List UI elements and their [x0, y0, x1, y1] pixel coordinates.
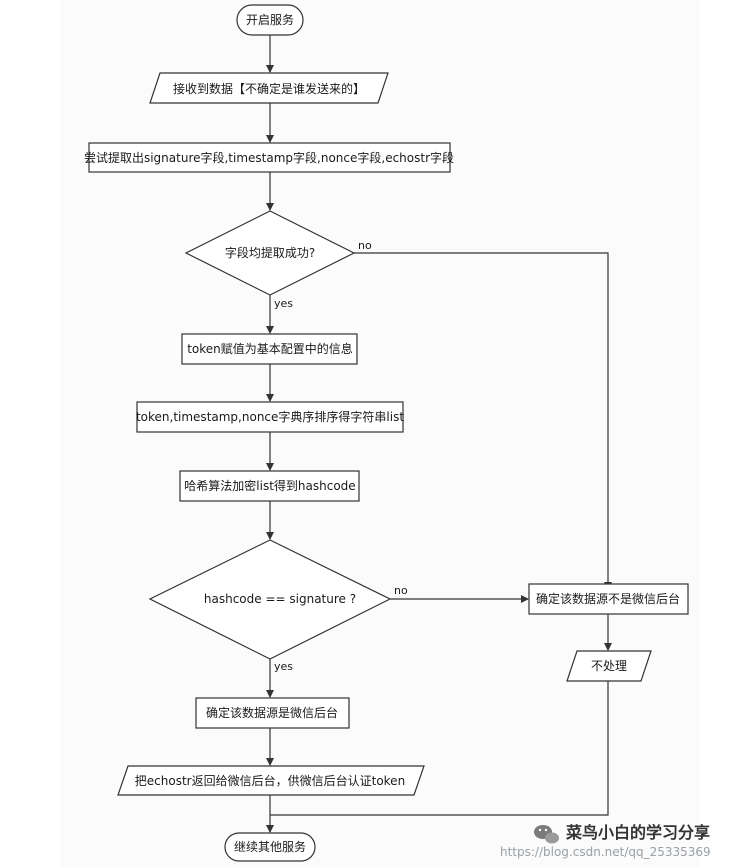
process-shape [195, 697, 350, 729]
io-shape [566, 650, 652, 682]
process-shape [528, 583, 689, 615]
edges [266, 35, 612, 833]
node-start-label: 开启服务 [246, 12, 294, 27]
node-receive-label: 接收到数据【不确定是谁发送来的】 [173, 81, 365, 96]
node-token-assign-label: token赋值为基本配置中的信息 [187, 341, 353, 356]
process-shape [181, 333, 358, 365]
node-receive: 接收到数据【不确定是谁发送来的】 [149, 72, 389, 104]
process-shape [179, 470, 360, 502]
wechat-icon [534, 825, 559, 844]
node-end-label: 继续其他服务 [234, 839, 306, 854]
node-check-fields-label: 字段均提取成功? [225, 245, 315, 260]
node-sort: token,timestamp,nonce字典序排序得字符串list [136, 401, 404, 433]
node-hash: 哈希算法加密list得到hashcode [179, 470, 360, 502]
io-shape [149, 72, 389, 104]
terminator-shape [236, 4, 304, 36]
watermark-url: https://blog.csdn.net/qq_25335369 [500, 845, 711, 859]
label-hash-yes: yes [274, 660, 293, 673]
node-return-echostr-label: 把echostr返回给微信后台，供微信后台认证token [135, 773, 405, 788]
node-not-wechat-label: 确定该数据源不是微信后台 [536, 591, 680, 606]
node-return-echostr: 把echostr返回给微信后台，供微信后台认证token [117, 765, 425, 796]
node-hash-label: 哈希算法加密list得到hashcode [184, 478, 355, 493]
node-confirm-wechat-label: 确定该数据源是微信后台 [206, 705, 338, 720]
node-sort-label: token,timestamp,nonce字典序排序得字符串list [136, 409, 404, 424]
label-hash-no: no [394, 584, 408, 597]
node-compare-label: hashcode == signature ? [204, 592, 356, 606]
label-fields-no: no [358, 239, 372, 252]
edge-noprocess-merge [270, 681, 609, 816]
diagram-background [60, 0, 700, 867]
label-fields-yes: yes [274, 297, 293, 310]
watermark-account-name: 菜鸟小白的学习分享 [565, 823, 710, 842]
node-extract-label: 尝试提取出signature字段,timestamp字段,nonce字段,ech… [84, 150, 454, 165]
node-end: 继续其他服务 [224, 832, 316, 862]
decision-shape [148, 539, 392, 660]
node-check-fields: 字段均提取成功? [184, 210, 356, 296]
node-confirm-wechat: 确定该数据源是微信后台 [195, 697, 350, 729]
process-shape [88, 142, 451, 173]
watermark: 菜鸟小白的学习分享 https://blog.csdn.net/qq_25335… [500, 823, 711, 859]
io-shape [117, 765, 425, 796]
node-compare: hashcode == signature ? [148, 539, 392, 660]
terminator-shape [224, 832, 316, 862]
node-no-process-label: 不处理 [591, 659, 627, 673]
process-shape [136, 401, 404, 433]
node-token-assign: token赋值为基本配置中的信息 [181, 333, 358, 365]
node-not-wechat: 确定该数据源不是微信后台 [528, 583, 689, 615]
node-start: 开启服务 [236, 4, 304, 36]
node-extract: 尝试提取出signature字段,timestamp字段,nonce字段,ech… [84, 142, 454, 173]
edge-check-no [354, 252, 612, 590]
node-no-process: 不处理 [566, 650, 652, 682]
decision-shape [184, 210, 356, 296]
